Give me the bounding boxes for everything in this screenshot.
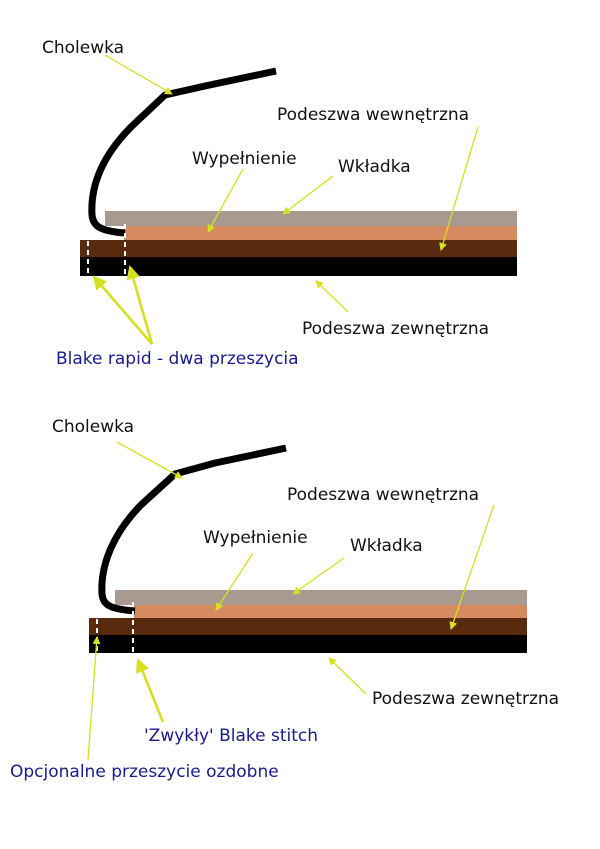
label-upper: Cholewka (42, 38, 124, 58)
label-insert: Wkładka (350, 536, 423, 556)
diagram-blake-rapid: Cholewka Podeszwa wewnętrzna Wypełnienie… (42, 38, 517, 369)
upper-curve (88, 67, 277, 237)
label-insert: Wkładka (338, 157, 411, 177)
label-upper: Cholewka (52, 417, 134, 437)
label-inner-sole: Podeszwa wewnętrzna (277, 105, 469, 125)
label-outer-sole: Podeszwa zewnętrzna (372, 689, 559, 709)
filler-layer (134, 605, 527, 618)
label-outer-sole: Podeszwa zewnętrzna (302, 319, 489, 339)
label-filler: Wypełnienie (203, 528, 308, 548)
label-inner-sole: Podeszwa wewnętrzna (287, 485, 479, 505)
caption-blake-rapid: Blake rapid - dwa przeszycia (56, 349, 299, 369)
upper-curve (98, 444, 287, 615)
outsole-layer (80, 257, 517, 276)
midsole-layer (80, 240, 517, 257)
caption-blake-stitch: 'Zwykły' Blake stitch (144, 726, 318, 746)
outsole-layer (89, 635, 527, 653)
caption-decorative-stitch: Opcjonalne przeszycie ozdobne (10, 762, 279, 782)
label-filler: Wypełnienie (192, 149, 297, 169)
insole-layer (105, 211, 517, 226)
midsole-layer (89, 618, 527, 635)
diagram-blake-stitch: Cholewka Podeszwa wewnętrzna Wypełnienie… (10, 417, 559, 782)
insole-layer (115, 590, 527, 605)
filler-layer (124, 226, 517, 240)
